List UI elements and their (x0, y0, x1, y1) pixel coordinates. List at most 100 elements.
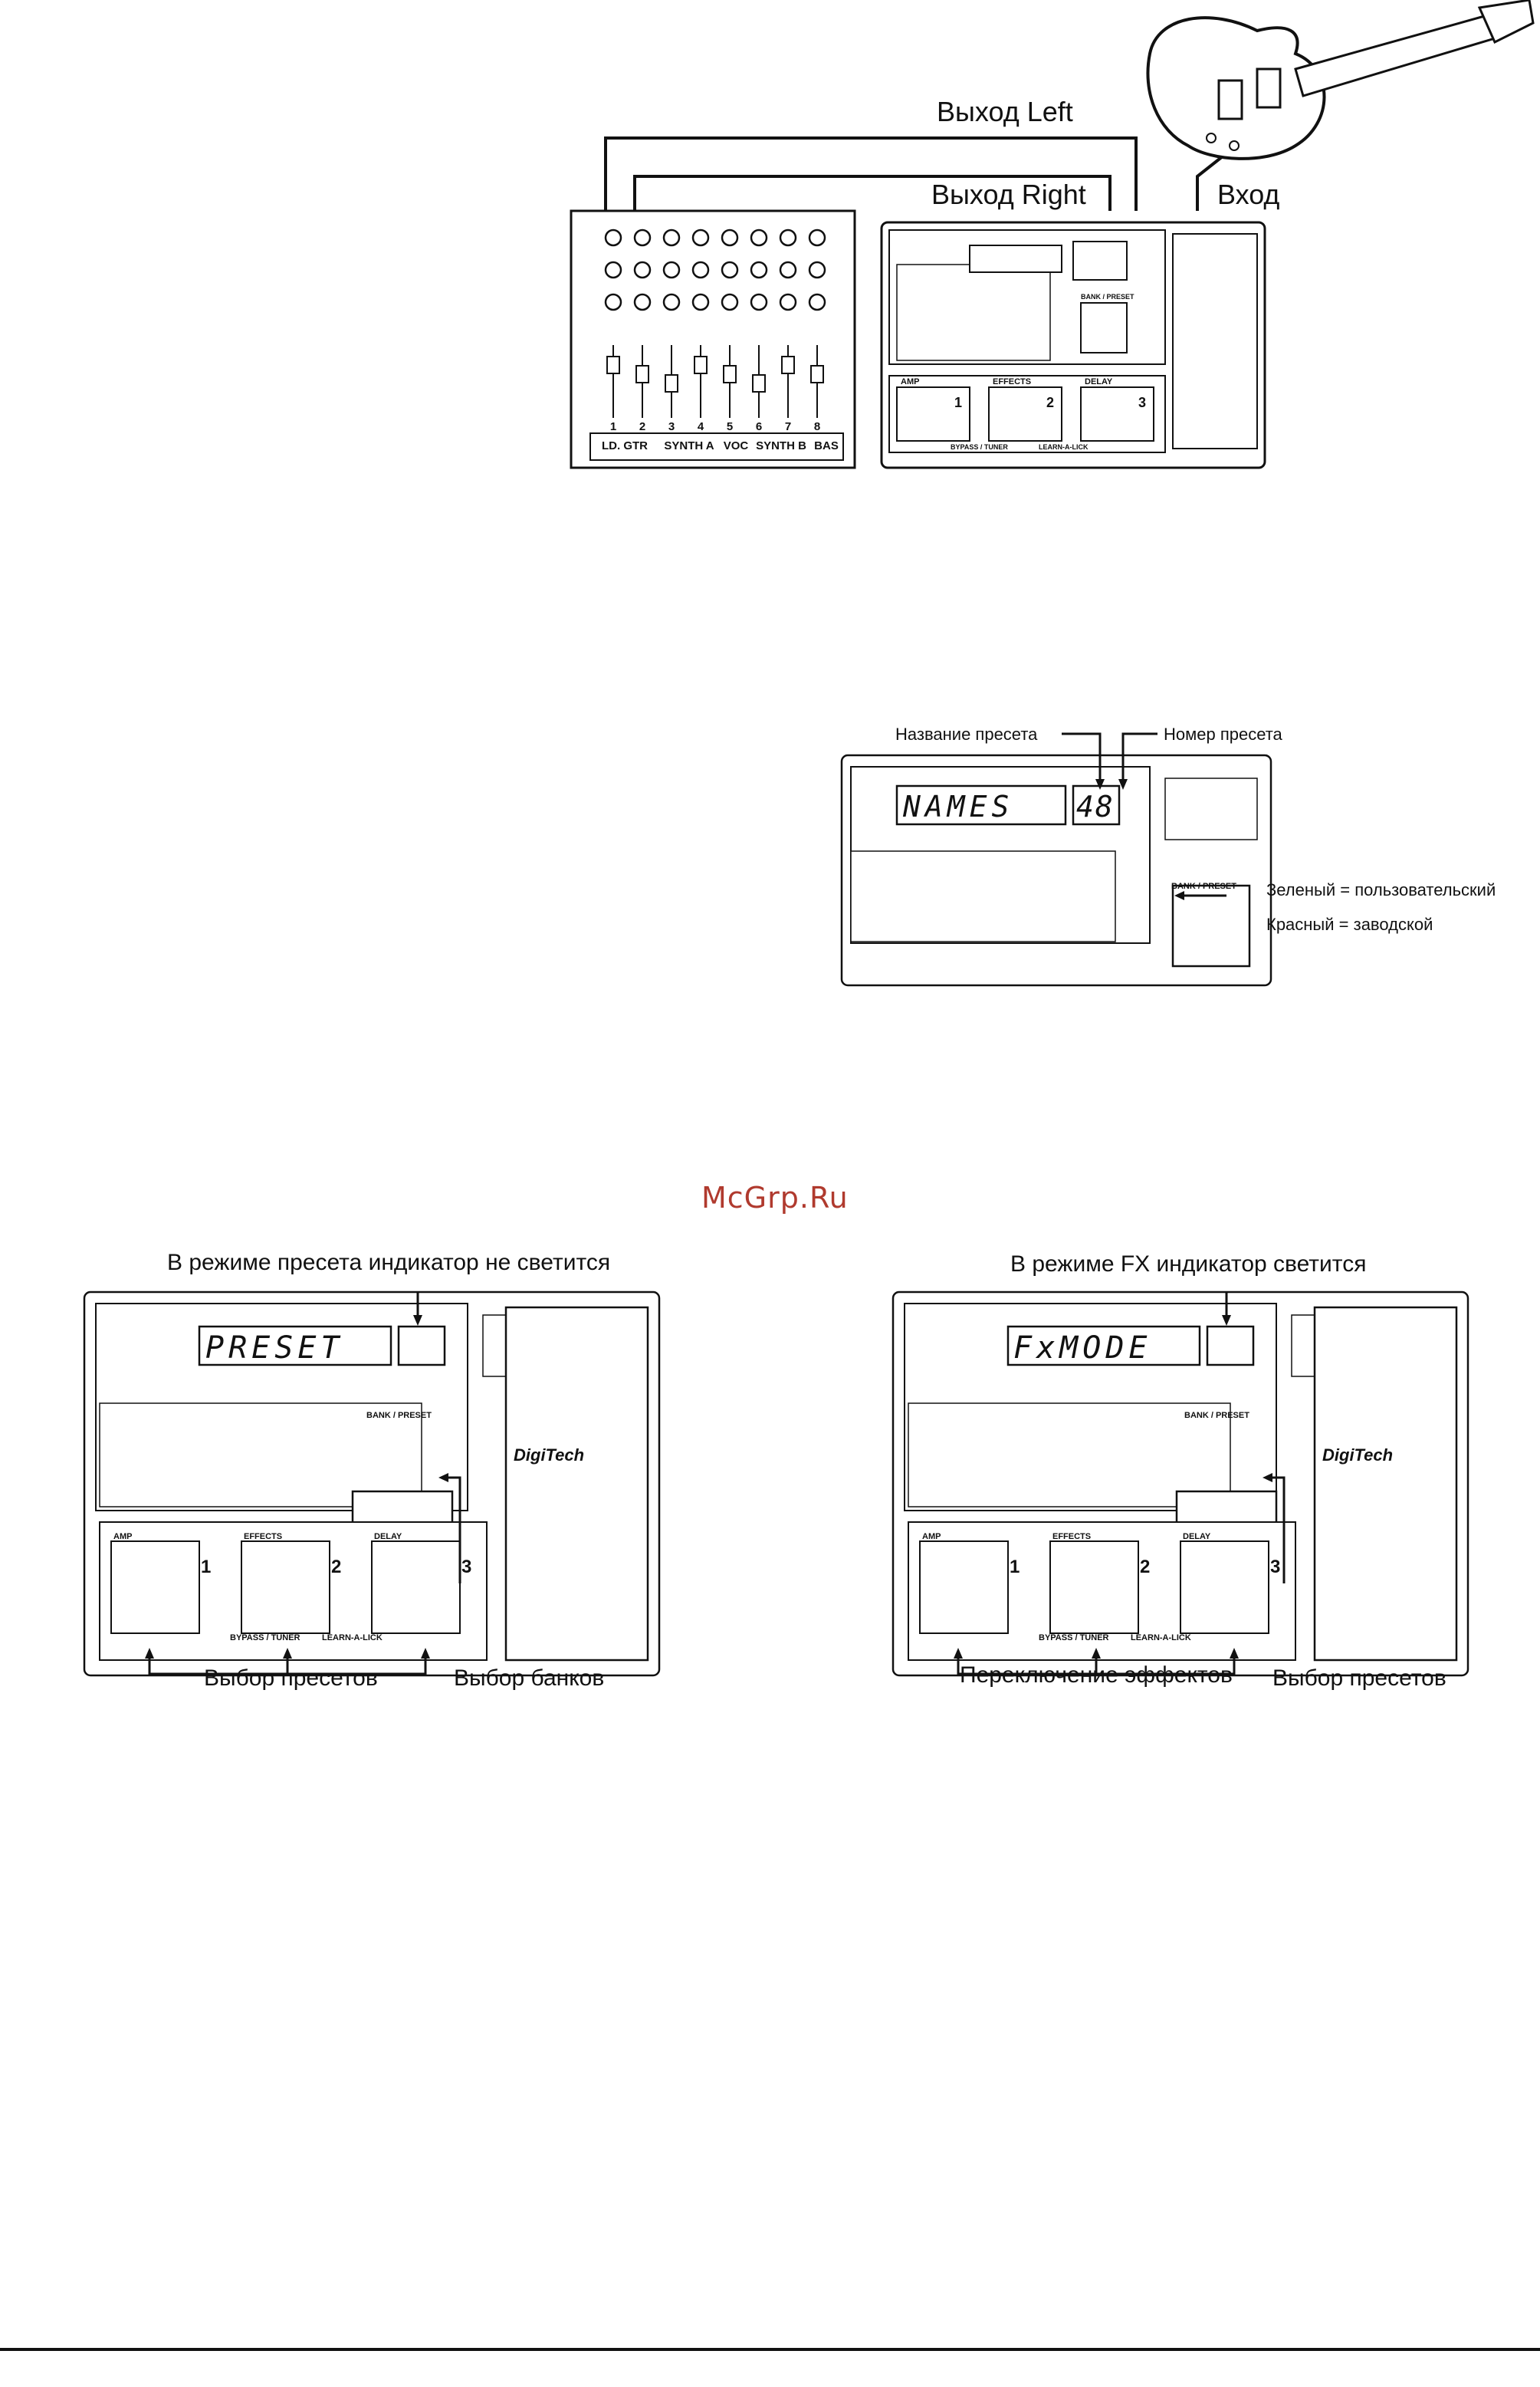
fader-cap (781, 356, 795, 374)
switch-effects-label: Переключение эффектов (960, 1662, 1233, 1688)
mixer-knob-icon (779, 229, 797, 247)
fader-cap (606, 356, 620, 374)
strip-label: VOC (723, 439, 749, 452)
mixer-knob-icon (633, 261, 652, 279)
mixer-knob-icon (750, 229, 768, 247)
footswitch-delay-label: DELAY (1183, 1532, 1211, 1541)
channel-number: 1 (609, 420, 617, 433)
strip-label: LD. GTR (602, 439, 648, 452)
strip-label: BAS (814, 439, 839, 452)
connection-diagram-svg (570, 0, 1535, 469)
lcd-preset-text: PRESET (205, 1330, 344, 1366)
learn-a-lick-label: LEARN-A-LICK (1131, 1633, 1191, 1642)
mixer-knob-icon (662, 293, 681, 311)
fader-cap (810, 365, 824, 383)
mixer-knob-icon (721, 261, 739, 279)
strip-label: SYNTH B (756, 439, 806, 452)
channel-number: 2 (639, 420, 646, 433)
fader-cap (665, 374, 678, 393)
footswitch-amp-label: AMP (113, 1532, 133, 1541)
mixer-knob-icon (721, 293, 739, 311)
footswitch-delay-label: DELAY (374, 1532, 402, 1541)
channel-number: 6 (755, 420, 763, 433)
preset-name-label: Название пресета (895, 725, 1038, 744)
display-diagram-svg (840, 732, 1272, 987)
preset-number-label: Номер пресета (1164, 725, 1282, 744)
digitech-logo: DigiTech (1322, 1445, 1394, 1465)
mixer-knob-icon (633, 293, 652, 311)
mixer-knob-icon (808, 261, 826, 279)
mixer-knob-icon (604, 229, 622, 247)
bank-preset-label: BANK / PRESET (1184, 1411, 1249, 1420)
mixer-knob-icon (750, 293, 768, 311)
watermark: McGrp.Ru (701, 1181, 849, 1215)
bypass-tuner-label: BYPASS / TUNER (230, 1633, 300, 1642)
fader-cap (694, 356, 708, 374)
footswitch-3-number: 3 (1270, 1557, 1281, 1577)
footswitch-2-number: 2 (1046, 395, 1055, 410)
fader-cap (723, 365, 737, 383)
output-right-label: Выход Right (931, 179, 1086, 210)
footswitch-1-number: 1 (954, 395, 963, 410)
fx-mode-heading: В режиме FX индикатор светится (1010, 1251, 1367, 1277)
mixer-knob-icon (721, 229, 739, 247)
digitech-logo: DigiTech (514, 1445, 585, 1465)
mixer-knob-icon (691, 261, 710, 279)
mixer-knob-icon (691, 229, 710, 247)
strip-label: SYNTH A (664, 439, 714, 452)
pedal-unit-top (880, 221, 1266, 469)
footswitch-3-number: 3 (461, 1557, 472, 1577)
channel-number: 8 (813, 420, 821, 433)
channel-number: 5 (726, 420, 734, 433)
output-left-label: Выход Left (937, 96, 1073, 127)
select-presets-label: Выбор пресетов (1272, 1665, 1446, 1691)
mixer-knob-icon (779, 261, 797, 279)
learn-a-lick-label: LEARN-A-LICK (322, 1633, 383, 1642)
guitar-icon (1146, 0, 1535, 160)
select-banks-label: Выбор банков (454, 1665, 605, 1691)
mixer-knob-icon (633, 229, 652, 247)
preset-mode-svg (83, 1290, 661, 1677)
mixer-knob-icon (750, 261, 768, 279)
mixer-knobs (604, 229, 826, 418)
bank-preset-label: BANK / PRESET (366, 1411, 432, 1420)
red-factory-label: Красный = заводской (1266, 915, 1433, 934)
mixer-knob-icon (808, 229, 826, 247)
fader-cap (752, 374, 766, 393)
bypass-tuner-label: BYPASS / TUNER (1039, 1633, 1109, 1642)
mixer-knob-icon (604, 293, 622, 311)
select-presets-label: Выбор пресетов (204, 1665, 378, 1691)
channel-number: 3 (668, 420, 675, 433)
mixer-knob-icon (662, 229, 681, 247)
channel-number: 4 (697, 420, 704, 433)
footswitch-effects-label: EFFECTS (1052, 1532, 1092, 1541)
learn-a-lick-label: LEARN-A-LICK (1039, 443, 1089, 451)
input-label: Вход (1217, 179, 1280, 210)
lcd-preset-name: NAMES (903, 790, 1014, 824)
footswitch-effects-label: EFFECTS (993, 377, 1032, 386)
footswitch-1-number: 1 (201, 1557, 212, 1577)
bank-preset-label: BANK / PRESET (1171, 882, 1236, 891)
page-bottom-rule (0, 2348, 1540, 2351)
lcd-preset-number: 48 (1076, 790, 1115, 824)
preset-mode-heading: В режиме пресета индикатор не светится (167, 1250, 611, 1275)
mixer-knob-icon (779, 293, 797, 311)
footswitch-delay-label: DELAY (1085, 377, 1113, 386)
channel-number: 7 (784, 420, 792, 433)
lcd-fxmode-text: FxMODE (1013, 1330, 1152, 1366)
green-user-label: Зеленый = пользовательский (1266, 880, 1496, 899)
footswitch-3-number: 3 (1138, 395, 1147, 410)
footswitch-effects-label: EFFECTS (244, 1532, 283, 1541)
footswitch-2-number: 2 (331, 1557, 342, 1577)
mixer-icon (570, 209, 856, 469)
fx-mode-svg (891, 1290, 1469, 1677)
footswitch-2-number: 2 (1140, 1557, 1151, 1577)
footswitch-amp-label: AMP (901, 377, 920, 386)
mixer-knob-icon (604, 261, 622, 279)
footswitch-amp-label: AMP (922, 1532, 941, 1541)
mixer-knob-icon (691, 293, 710, 311)
footswitch-1-number: 1 (1010, 1557, 1020, 1577)
fader-cap (635, 365, 649, 383)
bypass-tuner-label: BYPASS / TUNER (951, 443, 1008, 451)
bank-preset-label: BANK / PRESET (1081, 293, 1134, 301)
